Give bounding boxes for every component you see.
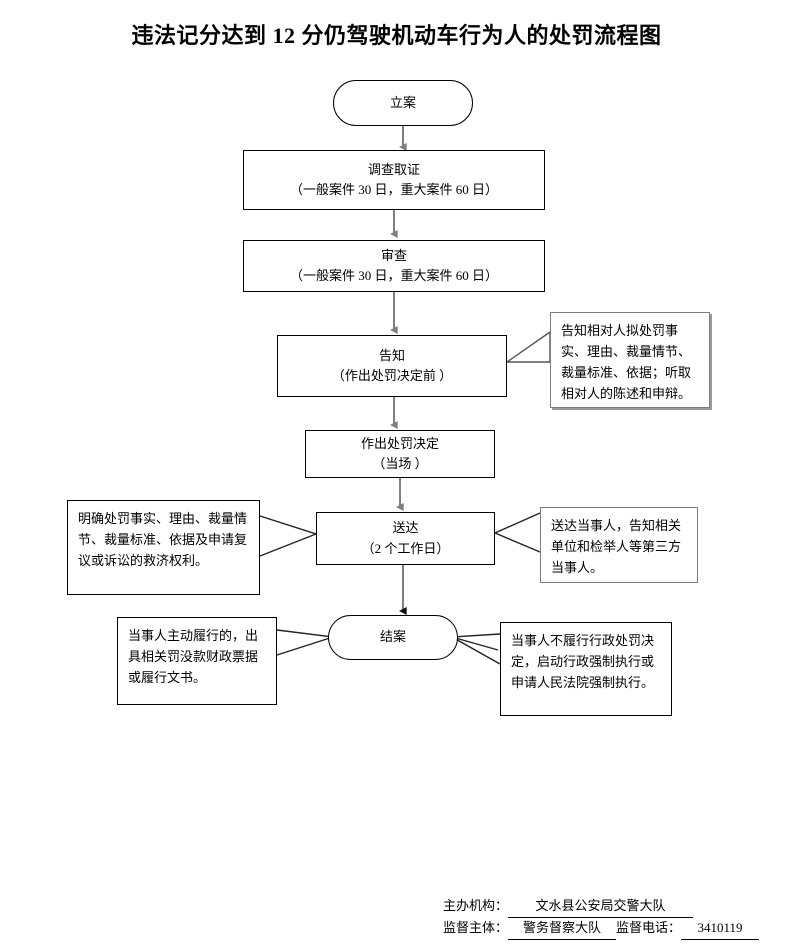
node-investigation-line1: 调查取证 <box>367 161 420 177</box>
footer-organizer-value: 文水县公安局交警大队 <box>508 896 694 918</box>
node-review[interactable]: 审查 （一般案件 30 日，重大案件 60 日） <box>243 240 545 292</box>
node-review-line1: 审查 <box>380 247 407 263</box>
footer-organizer-row: 主办机构： 文水县公安局交警大队 <box>443 896 759 918</box>
footer-supervisor-row: 监督主体： 警务督察大队 监督电话： 3410119 <box>443 918 760 940</box>
footer-supervisor-value: 警务督察大队 <box>508 918 617 940</box>
leader-service-note-left <box>259 515 319 557</box>
callout-service-note-right: 送达当事人，告知相关单位和检举人等第三方当事人。 <box>540 507 698 583</box>
node-service-line2: （2 个工作日） <box>361 540 450 556</box>
footer-organizer-label: 主办机构： <box>443 898 509 913</box>
leader-closing-note-right <box>449 633 501 665</box>
callout-closing-note-right: 当事人不履行行政处罚决定，启动行政强制执行或申请人民法院强制执行。 <box>500 622 672 716</box>
node-notification-line1: 告知 <box>378 347 405 363</box>
leader-closing-note-right-extra <box>451 636 499 651</box>
callout-notification-note: 告知相对人拟处罚事实、理由、裁量情节、裁量标准、依据；听取相对人的陈述和申辩。 <box>550 312 710 408</box>
page-title: 违法记分达到 12 分仍驾驶机动车行为人的处罚流程图 <box>131 23 662 48</box>
callout-closing-note-left: 当事人主动履行的，出具相关罚没款财政票据或履行文书。 <box>117 617 277 705</box>
callout-service-note-left: 明确处罚事实、理由、裁量情节、裁量标准、依据及申请复议或诉讼的救济权利。 <box>67 500 260 595</box>
leader-service-note-right <box>493 512 541 553</box>
node-filing-line1: 立案 <box>389 94 416 110</box>
leader-notification-note-diag <box>506 331 551 363</box>
footer-phone-label: 监督电话： <box>616 919 682 935</box>
node-closing-line1: 结案 <box>379 629 406 645</box>
node-decision[interactable]: 作出处罚决定 （当场 ） <box>305 430 495 478</box>
node-investigation[interactable]: 调查取证 （一般案件 30 日，重大案件 60 日） <box>243 150 545 210</box>
node-notification-line2: （作出处罚决定前 ） <box>331 368 453 383</box>
node-closing[interactable]: 结案 <box>328 615 458 660</box>
node-service-line1: 送达 <box>392 520 419 536</box>
node-filing[interactable]: 立案 <box>333 80 473 126</box>
node-decision-line1: 作出处罚决定 <box>360 435 439 451</box>
footer-block: 主办机构： 文水县公安局交警大队 监督主体： 警务督察大队 监督电话： 3410… <box>443 896 760 940</box>
leader-closing-note-left <box>276 629 334 656</box>
node-investigation-line2: （一般案件 30 日，重大案件 60 日） <box>289 182 498 197</box>
footer-phone-value: 3410119 <box>681 918 760 940</box>
node-notification[interactable]: 告知 （作出处罚决定前 ） <box>277 335 507 397</box>
node-decision-line2: （当场 ） <box>372 456 428 471</box>
node-review-line2: （一般案件 30 日，重大案件 60 日） <box>289 268 498 283</box>
leader-notification-note <box>507 332 551 363</box>
node-service[interactable]: 送达 （2 个工作日） <box>316 512 495 565</box>
footer-supervisor-label: 监督主体： <box>443 919 509 935</box>
